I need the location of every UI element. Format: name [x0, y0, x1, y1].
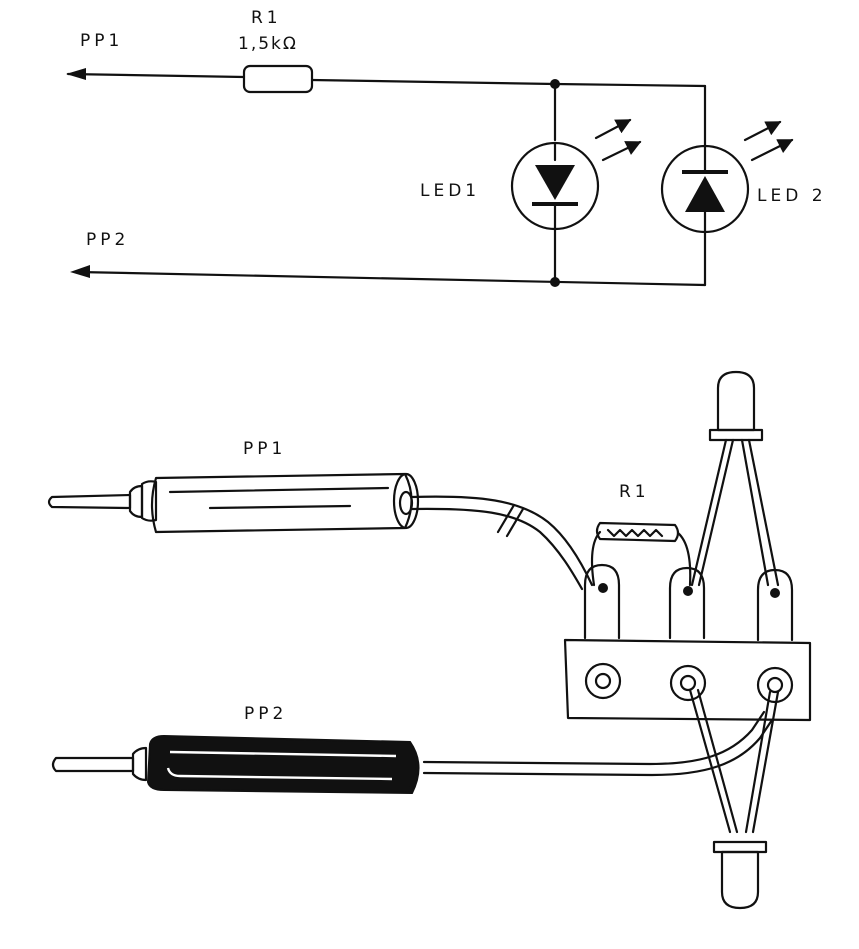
led-upper-lead-1: [690, 438, 728, 587]
probe-pp1-highlight: [168, 486, 390, 494]
probe-pp2-body: [146, 734, 420, 795]
assembly-r1-label: R1: [619, 482, 650, 502]
terminal-lug-2: [668, 566, 706, 640]
led1-light-arrow-icon: [601, 140, 642, 162]
probe-pp1-collar-2: [140, 480, 158, 522]
assembly-pp1-label: PP1: [243, 439, 287, 459]
top-rail-wire-right: [553, 82, 707, 88]
resistor-r1-symbol: [242, 64, 314, 94]
wire-break-mark: [496, 503, 516, 534]
led-lower-part: [688, 688, 780, 910]
led-lower-lead-1: [688, 688, 732, 834]
schematic-led2-label: LED 2: [757, 186, 827, 206]
pp1-assembly-wire-edge: [410, 507, 584, 591]
probe-pp1-hole: [398, 490, 414, 516]
pp1-wire: [66, 72, 246, 79]
terminal-lug-3: [756, 568, 794, 642]
led-lower-lead-2: [744, 690, 772, 834]
pp1-assembly-wire: [410, 495, 594, 587]
probe-pp1-end: [392, 472, 420, 530]
probe-pp1-highlight-2: [208, 504, 352, 510]
rivet-1: [584, 662, 622, 700]
led1-diode-triangle-icon: [535, 165, 575, 200]
led1-light-arrow-icon: [594, 118, 632, 140]
probe-pp2: [51, 734, 420, 795]
rivet-2: [669, 664, 707, 702]
led2-diode-triangle-icon: [685, 176, 725, 212]
schematic-r1-value: 1,5kΩ: [238, 34, 298, 54]
schematic: [66, 64, 794, 287]
resistor-lead-right: [676, 531, 692, 587]
terminal-lug-1: [583, 563, 621, 640]
probe-pp1-body: [150, 472, 413, 534]
resistor-lead-left: [590, 530, 602, 587]
led-upper-lead-2: [740, 438, 770, 587]
probe-pp2-tip: [51, 756, 135, 773]
rivet-3: [756, 666, 794, 704]
led-upper-part: [690, 370, 780, 587]
probe-pp1-collar: [128, 484, 144, 519]
terminal-strip: [563, 563, 812, 722]
schematic-pp1-label: PP1: [80, 31, 124, 51]
schematic-pp2-label: PP2: [86, 230, 130, 250]
wire-break-mark: [505, 507, 525, 538]
top-rail-wire: [310, 78, 557, 86]
pp2-assembly-wire: [422, 710, 766, 766]
terminal-board: [563, 638, 812, 722]
probe-pp1-tip: [47, 493, 132, 510]
schematic-r1-name: R1: [251, 8, 282, 28]
assembly: [47, 370, 812, 910]
led2-light-arrow-icon: [743, 120, 782, 142]
pp1-arrow-icon: [66, 68, 86, 80]
probe-pp1: [47, 472, 420, 534]
led2-light-arrow-icon: [750, 138, 794, 162]
resistor-r1-part: [590, 521, 692, 587]
pp2-wire: [76, 270, 707, 287]
pp2-arrow-icon: [70, 265, 90, 278]
schematic-led1-label: LED1: [420, 181, 481, 201]
assembly-pp2-label: PP2: [244, 704, 288, 724]
